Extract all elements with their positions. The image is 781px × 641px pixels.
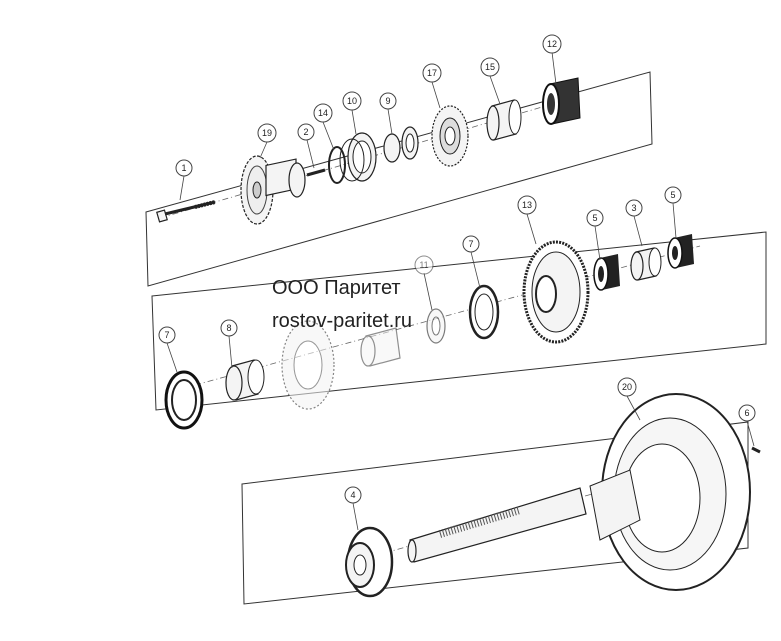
spacer-part <box>630 247 662 281</box>
callout-11: 11 <box>414 255 434 275</box>
callout-8: 8 <box>220 319 238 337</box>
callout-17-number: 17 <box>427 68 437 78</box>
callout-7b-number: 7 <box>468 239 473 249</box>
callout-20-number: 20 <box>622 382 632 392</box>
watermark-company: ООО Паритет <box>272 277 401 299</box>
middle-assembly <box>164 234 694 430</box>
callout-9-number: 9 <box>385 96 390 106</box>
callout-10-number: 10 <box>347 96 357 106</box>
tapered-bearing-part <box>345 526 394 598</box>
bolt-part <box>156 200 216 223</box>
callout-15-number: 15 <box>485 62 495 72</box>
watermark-website: rostov-paritet.ru <box>272 310 413 332</box>
callout-19: 19 <box>257 123 277 143</box>
callout-5a: 5 <box>586 209 604 227</box>
callout-5b: 5 <box>664 186 682 204</box>
callout-1-number: 1 <box>181 163 186 173</box>
pin-part <box>306 168 326 177</box>
callout-9: 9 <box>379 92 397 110</box>
dowel-pin-part <box>751 446 761 454</box>
callout-13: 13 <box>517 195 537 215</box>
roller-bearing-part-2 <box>667 234 694 269</box>
callout-7a: 7 <box>158 326 176 344</box>
callout-7a-number: 7 <box>164 330 169 340</box>
small-bearing-part <box>426 308 446 344</box>
top-panel-frame <box>145 71 653 287</box>
callout-13-number: 13 <box>522 200 532 210</box>
needle-bearing-part <box>542 77 581 125</box>
snap-ring-part <box>328 146 346 184</box>
roller-bearing-part <box>593 254 620 291</box>
callout-14-number: 14 <box>318 108 328 118</box>
callout-4: 4 <box>344 486 362 504</box>
callout-3-number: 3 <box>631 203 636 213</box>
callout-5b-number: 5 <box>670 190 675 200</box>
callout-8-number: 8 <box>226 323 231 333</box>
callout-2: 2 <box>297 123 315 141</box>
seal-part-2 <box>468 284 500 340</box>
callout-12-number: 12 <box>547 39 557 49</box>
callout-6: 6 <box>738 404 756 422</box>
callout-11-number: 11 <box>419 260 428 270</box>
helical-gear-faded-part <box>281 320 335 410</box>
pinion-shaft-part <box>407 487 587 563</box>
helical-gear-part <box>431 105 469 167</box>
callout-1: 1 <box>175 159 193 177</box>
callout-7b: 7 <box>462 235 480 253</box>
bottom-assembly <box>345 393 761 598</box>
callout-3: 3 <box>625 199 643 217</box>
bearing-part <box>339 132 377 182</box>
seal-part <box>164 370 204 430</box>
callout-20: 20 <box>617 377 637 397</box>
callout-15: 15 <box>480 57 500 77</box>
callout-17: 17 <box>422 63 442 83</box>
watermark: ООО Паритет rostov-paritet.ru <box>272 272 512 338</box>
top-assembly <box>156 77 581 225</box>
callout-2-number: 2 <box>303 127 308 137</box>
callout-19-number: 19 <box>262 128 272 138</box>
bottom-panel-frame <box>241 421 749 605</box>
callout-4-number: 4 <box>350 490 355 500</box>
bushing-part <box>383 126 419 163</box>
callout-5a-number: 5 <box>592 213 597 223</box>
sprocket-gear-part <box>240 155 274 225</box>
leader-lines <box>166 51 755 531</box>
callout-14: 14 <box>313 103 333 123</box>
callout-6-number: 6 <box>744 408 749 418</box>
sleeve-faded-part <box>360 327 401 367</box>
hub-part <box>265 158 306 198</box>
sleeve-part <box>486 99 522 141</box>
ring-gear-part <box>589 393 751 591</box>
callout-10: 10 <box>342 91 362 111</box>
bushing-part-2 <box>225 359 265 401</box>
callout-12: 12 <box>542 34 562 54</box>
large-gear-part <box>522 240 590 344</box>
